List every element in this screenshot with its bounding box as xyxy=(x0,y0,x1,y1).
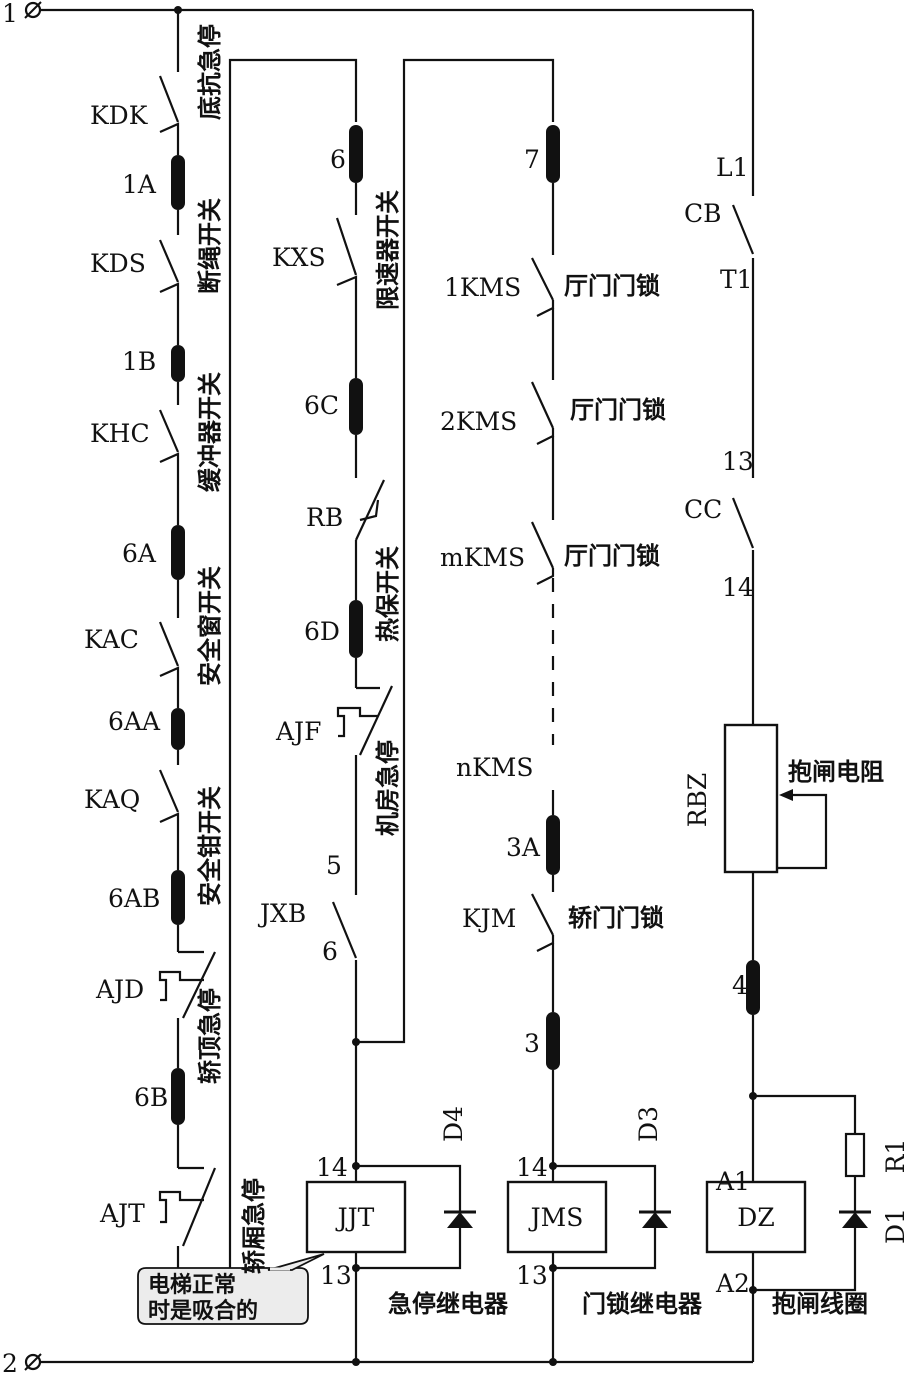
rbz-desc: 抱闸电阻 xyxy=(788,758,884,786)
kdk-label: KDK xyxy=(90,101,149,130)
callout-bubble: 电梯正常 时是吸合的 xyxy=(137,1253,325,1325)
2kms-label: 2KMS xyxy=(440,407,517,436)
node-14-label: 14 xyxy=(722,573,754,602)
kac-desc: 安全窗开关 xyxy=(196,566,224,686)
rb-label: RB xyxy=(306,503,343,532)
ajd-desc: 轿顶急停 xyxy=(196,988,224,1084)
kaq-desc: 安全钳开关 xyxy=(196,786,224,906)
mkms-label: mKMS xyxy=(440,543,525,572)
fuse-6d-label: 6D xyxy=(304,617,340,646)
fuse-4-label: 4 xyxy=(732,971,748,1000)
kxs-desc: 限速器开关 xyxy=(374,190,402,310)
terminal-1-label: 1 xyxy=(2,0,18,28)
dz-coil-label: DZ xyxy=(737,1203,774,1232)
kdk-desc: 底抗急停 xyxy=(196,24,224,120)
ajt-desc: 轿厢急停 xyxy=(240,1178,268,1274)
node-6-label: 6 xyxy=(322,937,338,966)
terminal-2-label: 2 xyxy=(2,1349,18,1378)
kjm-label: KJM xyxy=(462,904,516,933)
door-lock-chain xyxy=(506,125,671,1366)
callout-line2: 时是吸合的 xyxy=(148,1298,258,1324)
jms-relay-label: JMS xyxy=(528,1203,584,1232)
node-13-label: 13 xyxy=(722,447,754,476)
fuse-6a-label: 6A xyxy=(122,539,157,568)
1kms-desc: 厅门门锁 xyxy=(564,272,660,300)
cc-label: CC xyxy=(684,495,722,524)
ajf-label: AJF xyxy=(275,717,321,746)
fuse-6c-label: 6C xyxy=(304,391,339,420)
ajf-desc: 机房急停 xyxy=(374,740,402,836)
jxb-label: JXB xyxy=(257,899,306,928)
fuse-1b-label: 1B xyxy=(122,347,156,376)
kjm-desc: 轿门门锁 xyxy=(568,904,664,932)
fuse-6ab-label: 6AB xyxy=(108,884,160,913)
middle-safety-chain xyxy=(305,58,555,1366)
khc-label: KHC xyxy=(90,419,150,448)
jjt-relay-label: JJT xyxy=(335,1203,375,1232)
d1-label: D1 xyxy=(881,1208,910,1244)
fuse-7-label: 7 xyxy=(524,145,540,174)
brake-chain xyxy=(705,10,871,1362)
t1-label: T1 xyxy=(720,265,753,294)
fuse-6aa-label: 6AA xyxy=(108,707,161,736)
fuse-6b-label: 6B xyxy=(134,1083,168,1112)
fuse-3a-label: 3A xyxy=(506,833,541,862)
l1-label: L1 xyxy=(716,153,749,182)
ajt-label: AJT xyxy=(99,1199,145,1228)
cb-label: CB xyxy=(684,199,722,228)
a2-label: A2 xyxy=(715,1269,750,1298)
mkms-desc: 厅门门锁 xyxy=(564,542,660,570)
kac-label: KAC xyxy=(84,625,139,654)
a1-label: A1 xyxy=(715,1167,750,1196)
2kms-desc: 厅门门锁 xyxy=(570,396,666,424)
jjt-pin-13: 13 xyxy=(320,1261,352,1290)
fuse-6-label: 6 xyxy=(330,145,346,174)
jms-pin-13: 13 xyxy=(516,1261,548,1290)
jjt-pin-14: 14 xyxy=(316,1153,348,1182)
kds-desc: 断绳开关 xyxy=(196,198,224,294)
kaq-label: KAQ xyxy=(84,785,140,814)
jms-pin-14: 14 xyxy=(516,1153,548,1182)
d4-label: D4 xyxy=(439,1106,468,1142)
1kms-label: 1KMS xyxy=(444,273,521,302)
jjt-caption: 急停继电器 xyxy=(388,1290,509,1318)
d3-label: D3 xyxy=(634,1106,663,1142)
supply-wiring xyxy=(24,1,753,1371)
fuse-1a-label: 1A xyxy=(122,170,157,199)
left-safety-chain xyxy=(158,10,358,1292)
node-5-label: 5 xyxy=(326,851,342,880)
rbz-label: RBZ xyxy=(683,773,712,828)
r1-label: R1 xyxy=(881,1139,910,1174)
callout-line1: 电梯正常 xyxy=(148,1272,236,1298)
khc-desc: 缓冲器开关 xyxy=(196,372,224,492)
kxs-label: KXS xyxy=(272,243,326,272)
nkms-label: nKMS xyxy=(456,753,534,782)
dz-caption: 抱闸线圈 xyxy=(772,1290,868,1318)
kds-label: KDS xyxy=(90,249,146,278)
ajd-label: AJD xyxy=(95,975,144,1004)
fuse-3-label: 3 xyxy=(524,1029,540,1058)
rb-desc: 热保开关 xyxy=(374,546,402,642)
jms-caption: 门锁继电器 xyxy=(582,1290,703,1318)
